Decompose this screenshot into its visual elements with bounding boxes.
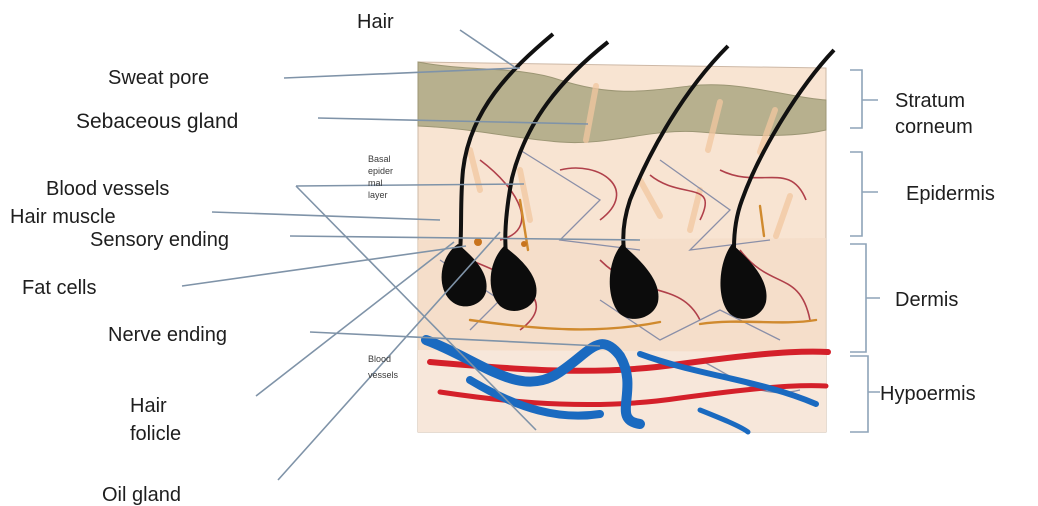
label-basal-line3: mal (368, 178, 383, 188)
label-sensory-ending: Sensory ending (90, 229, 229, 251)
label-basal-line4: layer (368, 190, 388, 200)
label-blood-vessels: Blood vessels (46, 178, 169, 200)
label-hair-folicle-line1: Hair (130, 395, 167, 417)
label-basal-line2: epider (368, 166, 393, 176)
label-sweat-pore: Sweat pore (108, 67, 209, 89)
label-basal-line1: Basal (368, 154, 391, 164)
label-oil-gland: Oil gland (102, 484, 181, 506)
label-hair: Hair (357, 11, 394, 33)
label-blood-inner-line2: vessels (368, 370, 399, 380)
label-fat-cells: Fat cells (22, 277, 96, 299)
label-hypoermis: Hypoermis (880, 383, 976, 405)
sensory-dot (521, 241, 527, 247)
label-dermis: Dermis (895, 289, 958, 311)
label-blood-inner-line1: Blood (368, 354, 391, 364)
dermis-bracket (850, 244, 880, 352)
epidermis-bracket (850, 152, 878, 236)
label-sebaceous-gland: Sebaceous gland (76, 110, 238, 133)
label-nerve-ending: Nerve ending (108, 324, 227, 346)
right-labels: Stratum corneum Epidermis Dermis Hypoerm… (880, 90, 995, 405)
hypodermis-bracket (850, 356, 880, 432)
label-stratum-line1: Stratum (895, 90, 965, 112)
sensory-dot (474, 238, 482, 246)
left-labels: Hair Sweat pore Sebaceous gland Blood ve… (10, 11, 394, 506)
stratum-bracket (850, 70, 878, 128)
label-hair-folicle-line2: folicle (130, 423, 181, 445)
label-epidermis: Epidermis (906, 183, 995, 205)
layer-brackets (850, 70, 880, 432)
label-hair-muscle: Hair muscle (10, 206, 116, 228)
inner-labels: Basal epider mal layer Blood vessels (368, 154, 399, 380)
label-stratum-line2: corneum (895, 116, 973, 138)
